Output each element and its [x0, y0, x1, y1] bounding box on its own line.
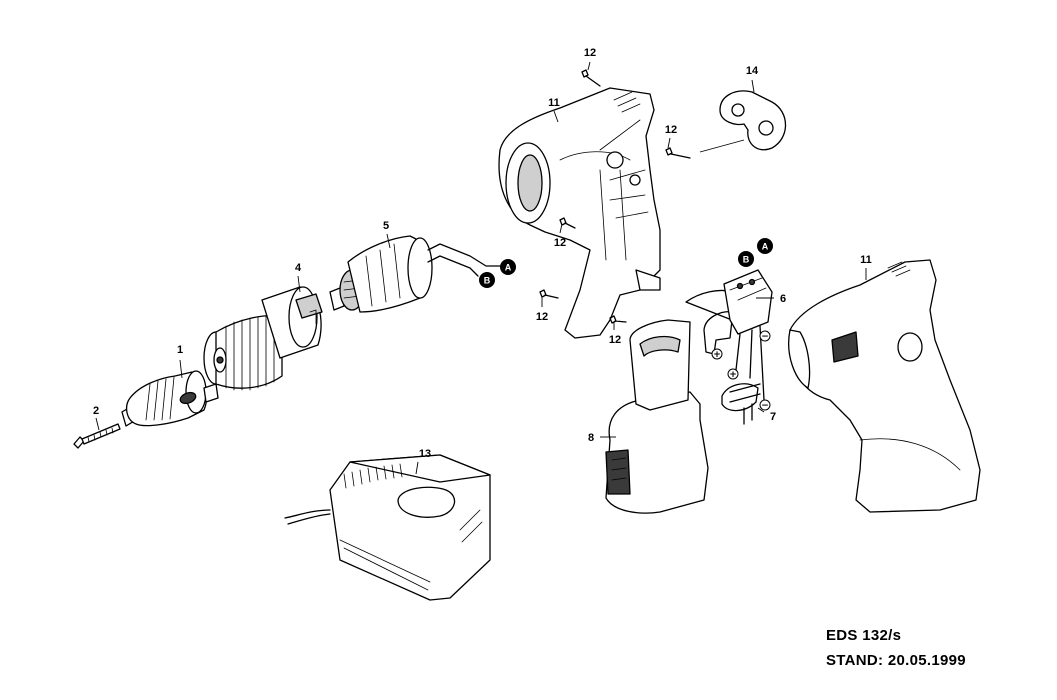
part-2-screw	[73, 423, 121, 449]
model-designation: EDS 132/s	[826, 627, 902, 644]
part-11-housing-right	[788, 259, 981, 513]
callout-11-right: 11	[860, 254, 872, 266]
connection-marker-switch-a: A	[757, 238, 773, 254]
polarity-minus-terminal: −	[759, 399, 771, 411]
part-1-chuck	[121, 370, 219, 427]
svg-text:−: −	[761, 401, 769, 411]
callout-14: 14	[746, 65, 759, 77]
part-14-clip	[719, 90, 786, 151]
callout-2: 2	[93, 405, 99, 417]
polarity-plus-switch: +	[711, 348, 723, 360]
svg-text:+: +	[729, 370, 737, 380]
svg-text:B: B	[743, 255, 750, 265]
callout-8: 8	[588, 432, 594, 444]
connection-marker-switch-b: B	[738, 251, 754, 267]
connection-marker-motor-a: A	[500, 259, 516, 275]
part-4-gearbox	[203, 286, 323, 391]
polarity-plus-terminal: +	[727, 368, 739, 380]
callout-12-middle: 12	[554, 237, 566, 249]
callout-4: 4	[295, 262, 302, 274]
svg-text:−: −	[761, 332, 769, 342]
part-13-charger	[284, 454, 491, 601]
callout-11-left: 11	[548, 97, 560, 109]
svg-text:A: A	[762, 242, 769, 252]
part-6-switch	[685, 269, 773, 401]
svg-text:B: B	[484, 276, 491, 286]
callout-7: 7	[770, 411, 776, 423]
callout-12-upper-right: 12	[665, 124, 677, 136]
callout-5: 5	[383, 220, 389, 232]
part-7-terminals	[721, 383, 761, 425]
leader-lines	[95, 61, 867, 475]
polarity-minus-switch: −	[759, 330, 771, 342]
svg-text:A: A	[505, 263, 512, 273]
callout-1: 1	[177, 344, 183, 356]
callout-12-top: 12	[584, 47, 596, 59]
screws-12	[539, 69, 691, 324]
callout-6: 6	[780, 293, 786, 305]
callout-12-lower-right: 12	[609, 334, 621, 346]
callout-12-lower-left: 12	[536, 311, 548, 323]
part-5-motor	[329, 235, 501, 313]
svg-text:+: +	[713, 350, 721, 360]
part-11-housing-left	[498, 87, 661, 339]
part-8-battery	[605, 319, 709, 514]
callout-13: 13	[419, 448, 431, 460]
revision-date: STAND: 20.05.1999	[826, 652, 966, 669]
connection-marker-motor-b: B	[479, 272, 495, 288]
